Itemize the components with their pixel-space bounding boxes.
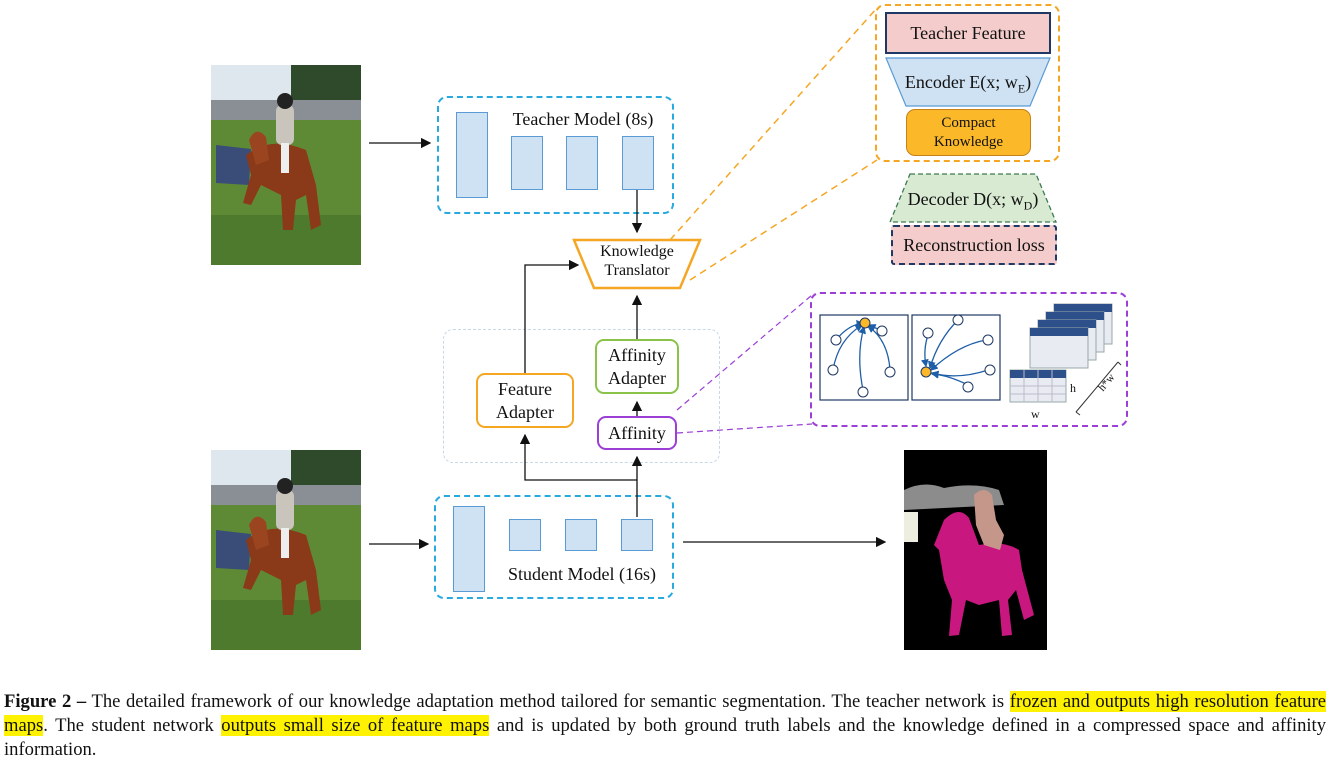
matrix-h-label: h bbox=[1070, 381, 1076, 395]
compact-knowledge-box: Compact Knowledge bbox=[906, 109, 1031, 156]
teacher-model-label: Teacher Model (8s) bbox=[512, 109, 654, 129]
input-photo-student bbox=[211, 450, 361, 650]
decoder-shape bbox=[889, 173, 1057, 223]
affinity-matrix-stack bbox=[1009, 303, 1122, 416]
matrix-w-label: w bbox=[1031, 407, 1040, 421]
decoder-label: Decoder D(x; wD) bbox=[907, 189, 1039, 213]
affinity-graph-2 bbox=[911, 314, 1001, 401]
student-feature-map-3 bbox=[565, 519, 597, 551]
reconstruction-loss-box: Reconstruction loss bbox=[891, 225, 1057, 265]
encoder-label: Encoder E(x; wE) bbox=[904, 72, 1032, 96]
teacher-feature-map-2 bbox=[511, 136, 543, 190]
teacher-feature-box: Teacher Feature bbox=[885, 12, 1051, 54]
encoder-shape bbox=[885, 57, 1051, 107]
teacher-feature-map-4 bbox=[622, 136, 654, 190]
teacher-feature-map-1 bbox=[456, 112, 488, 198]
caption-text-1: The detailed framework of our knowledge … bbox=[86, 691, 1010, 712]
student-feature-map-4 bbox=[621, 519, 653, 551]
figure-label: Figure 2 – bbox=[4, 691, 87, 712]
caption-text-3: and is updated by both ground truth labe… bbox=[4, 715, 1326, 761]
student-feature-map-2 bbox=[509, 519, 541, 551]
affinity-box: Affinity bbox=[597, 416, 677, 450]
figure-caption: Figure 2 – The detailed framework of our… bbox=[4, 690, 1327, 763]
student-model-box: Student Model (16s) bbox=[434, 495, 674, 599]
teacher-model-box: Teacher Model (8s) bbox=[437, 96, 674, 214]
feature-adapter-box: Feature Adapter bbox=[476, 373, 574, 428]
knowledge-translator-label: Knowledge Translator bbox=[600, 243, 674, 280]
caption-highlight-2: outputs small size of feature maps bbox=[221, 715, 490, 737]
affinity-detail-graphic bbox=[819, 303, 1122, 416]
input-photo-teacher bbox=[211, 65, 361, 265]
zoom-line-translator-bottom bbox=[689, 159, 878, 281]
affinity-adapter-box: Affinity Adapter bbox=[595, 339, 679, 394]
teacher-feature-map-3 bbox=[566, 136, 598, 190]
knowledge-translator-shape bbox=[572, 238, 702, 290]
student-feature-map-1 bbox=[453, 506, 485, 592]
zoom-line-translator-top bbox=[669, 7, 878, 241]
caption-text-2: . The student network bbox=[43, 715, 222, 737]
segmentation-output bbox=[904, 450, 1047, 650]
student-model-label: Student Model (16s) bbox=[508, 564, 656, 584]
affinity-graph-1 bbox=[819, 314, 909, 401]
